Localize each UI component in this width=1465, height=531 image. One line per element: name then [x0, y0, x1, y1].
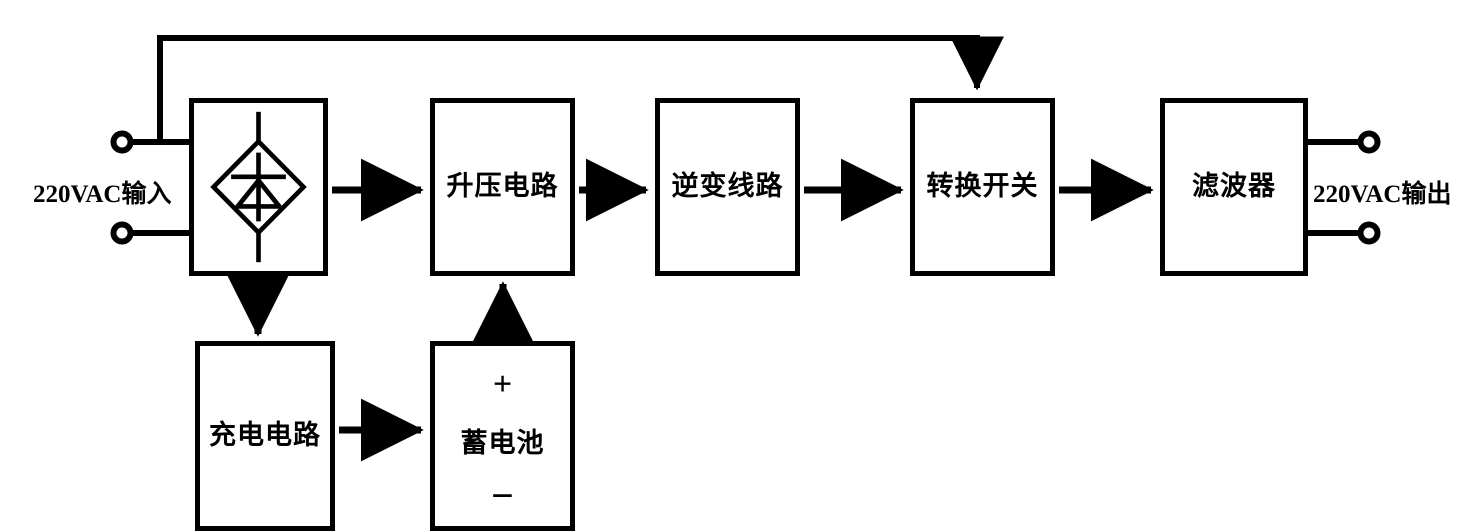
block-inverter-label: 逆变线路 [671, 171, 784, 202]
block-boost-circuit[interactable]: 升压电路 [430, 98, 575, 276]
input-label: 220VAC输入 [33, 181, 172, 208]
block-boost-label: 升压电路 [446, 171, 559, 202]
input-terminal-live-icon [110, 130, 134, 154]
block-rectifier[interactable] [189, 98, 328, 276]
block-filter[interactable]: 滤波器 [1160, 98, 1308, 276]
wire-bypass-to-switch [157, 35, 1004, 142]
battery-negative-sign: − [491, 473, 514, 518]
block-transfer-switch[interactable]: 转换开关 [910, 98, 1055, 276]
block-switch-label: 转换开关 [926, 171, 1039, 202]
output-terminal-live-icon [1357, 130, 1381, 154]
block-battery-label: 蓄电池 [460, 428, 545, 459]
output-label: 220VAC输出 [1313, 181, 1452, 208]
output-terminal-neutral-icon [1357, 221, 1381, 245]
block-charger-label: 充电电路 [209, 420, 321, 451]
block-battery[interactable]: + 蓄电池 − [430, 341, 575, 531]
block-filter-label: 滤波器 [1192, 171, 1276, 202]
battery-inner: + 蓄电池 − [435, 346, 570, 526]
battery-positive-sign: + [492, 366, 513, 403]
input-terminal-neutral-icon [110, 221, 134, 245]
block-inverter-circuit[interactable]: 逆变线路 [655, 98, 800, 276]
block-charging-circuit[interactable]: 充电电路 [195, 341, 335, 531]
bridge-rectifier-icon [210, 111, 307, 263]
